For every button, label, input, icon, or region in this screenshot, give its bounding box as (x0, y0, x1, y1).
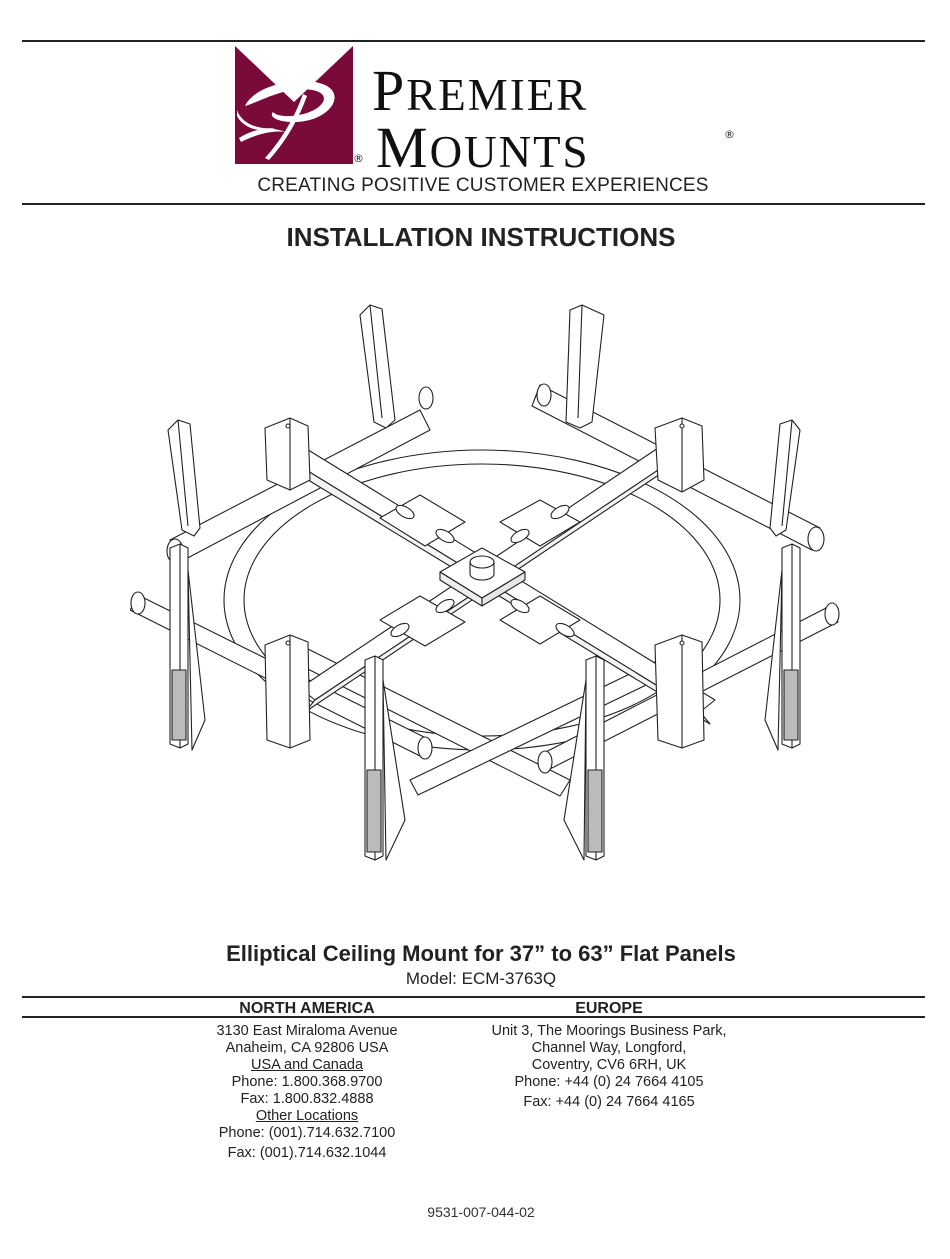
contacts-heading-rule (22, 1016, 925, 1018)
premier-mounts-logo-mark (235, 46, 353, 164)
na-usa-canada-label: USA and Canada (250, 1057, 364, 1073)
vertical-bracket-4 (769, 419, 801, 537)
model-number: Model: ECM-3763Q (405, 969, 557, 988)
corner-bracket-back-left (264, 417, 311, 491)
vertical-bracket-2 (359, 304, 396, 429)
vertical-bracket-1 (167, 419, 201, 537)
vertical-bracket-7 (563, 655, 605, 861)
logo-registered-mark: ® (353, 152, 364, 165)
brand-registered-mark: ® (724, 128, 735, 141)
brand-line-premier: PREMIER (372, 58, 589, 123)
eu-address-line2: Channel Way, Longford, (531, 1040, 687, 1056)
na-other-locations-label: Other Locations (255, 1108, 359, 1124)
eu-fax: Fax: +44 (0) 24 7664 4165 (523, 1094, 695, 1110)
contacts-top-rule (22, 996, 925, 998)
document-number: 9531-007-044-02 (427, 1204, 535, 1220)
corner-bracket-back-right (654, 417, 705, 493)
document-title: INSTALLATION INSTRUCTIONS (286, 222, 676, 252)
eu-phone: Phone: +44 (0) 24 7664 4105 (514, 1074, 704, 1090)
header-top-rule (22, 40, 925, 42)
vertical-bracket-8 (764, 543, 801, 751)
vertical-bracket-6 (364, 655, 406, 861)
europe-heading: EUROPE (575, 1000, 643, 1017)
contact-europe: EUROPE Unit 3, The Moorings Business Par… (478, 1000, 740, 1111)
na-address-line1: 3130 East Miraloma Avenue (216, 1023, 398, 1039)
product-illustration (129, 300, 840, 870)
na-usa-phone: Phone: 1.800.368.9700 (231, 1074, 383, 1090)
eu-address-line1: Unit 3, The Moorings Business Park, (491, 1023, 727, 1039)
product-title: Elliptical Ceiling Mount for 37” to 63” … (226, 941, 736, 966)
eu-address-line3: Coventry, CV6 6RH, UK (531, 1057, 687, 1073)
contact-north-america: NORTH AMERICA 3130 East Miraloma Avenue … (207, 1000, 407, 1162)
north-america-heading: NORTH AMERICA (239, 1000, 375, 1017)
tagline: CREATING POSITIVE CUSTOMER EXPERIENCES (257, 175, 709, 196)
corner-bracket-front-left (264, 634, 311, 749)
na-address-line2: Anaheim, CA 92806 USA (225, 1040, 389, 1056)
na-usa-fax: Fax: 1.800.832.4888 (240, 1091, 374, 1107)
header-bottom-rule (22, 203, 925, 205)
na-other-fax: Fax: (001).714.632.1044 (227, 1145, 387, 1161)
brand-line-mounts: MOUNTS (376, 115, 590, 180)
corner-bracket-front-right (654, 634, 705, 749)
vertical-bracket-5 (169, 543, 206, 751)
na-other-phone: Phone: (001).714.632.7100 (218, 1125, 396, 1141)
vertical-bracket-3 (565, 304, 605, 429)
